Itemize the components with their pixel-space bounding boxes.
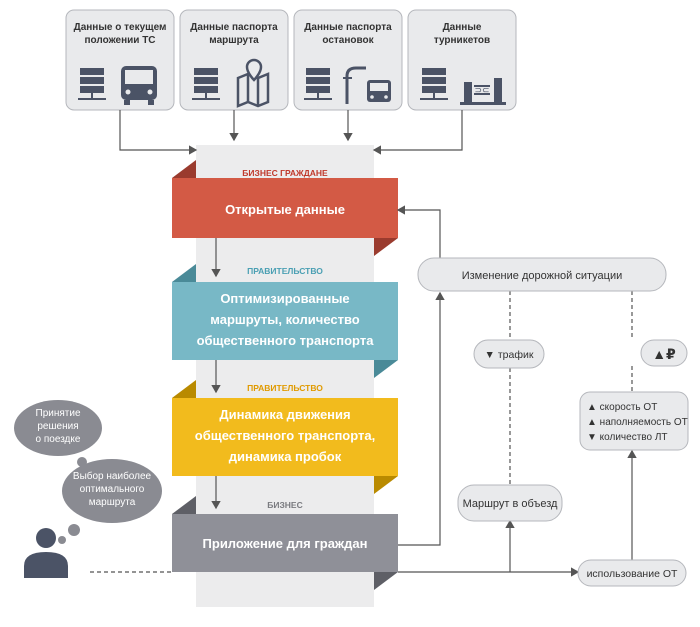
thought-bubble-choice: Выбор наиболее оптимального маршрута — [58, 457, 162, 544]
server-icon — [78, 68, 106, 100]
layer-tag: ПРАВИТЕЛЬСТВО — [247, 266, 323, 276]
layer-title-line: общественного транспорта — [197, 333, 375, 348]
server-icon — [420, 68, 448, 100]
source-label-line1: Данные о текущем — [74, 22, 167, 33]
layer-title-line: общественного транспорта, — [195, 428, 375, 443]
detour-label: Маршрут в объезд — [463, 498, 558, 510]
road-situation-label: Изменение дорожной ситуации — [462, 270, 623, 282]
traffic-label: ▼ трафик — [485, 349, 534, 361]
map-icon — [236, 58, 270, 108]
metrics-box: ▲ скорость ОТ ▲ наполняемость ОТ ▼ колич… — [579, 391, 689, 451]
source-label-line2: маршрута — [209, 35, 259, 46]
thought-line: решения — [37, 421, 78, 432]
layer-tag: БИЗНЕС — [267, 500, 303, 510]
layer-title-line: маршруты, количество — [210, 312, 360, 327]
source-label-line2: турникетов — [434, 35, 490, 46]
dashed-connectors — [90, 291, 633, 573]
feedback-connectors — [396, 205, 637, 577]
source-box-route-passport: Данные паспорта маршрута — [179, 9, 289, 111]
detour-box: Маршрут в объезд — [457, 484, 563, 522]
fare-pill: ▲₽ — [640, 339, 688, 367]
source-label-line1: Данные паспорта — [304, 22, 392, 33]
source-label-line2: положении ТС — [84, 35, 155, 46]
layer-title: Приложение для граждан — [203, 536, 368, 551]
metric-item: ▼ количество ЛТ — [587, 432, 668, 443]
source-box-stops-passport: Данные паспорта остановок — [293, 9, 403, 111]
layer-tag: ПРАВИТЕЛЬСТВО — [247, 383, 323, 393]
usage-label: использование ОТ — [587, 568, 678, 580]
fare-label: ▲₽ — [652, 346, 676, 362]
layer-title: Открытые данные — [225, 202, 345, 217]
layer-title-line: Оптимизированные — [220, 291, 349, 306]
layer-tag: БИЗНЕС ГРАЖДАНЕ — [242, 168, 328, 178]
layer-transport-dynamics: ПРАВИТЕЛЬСТВО Динамика движения обществе… — [172, 380, 398, 494]
road-situation-box: Изменение дорожной ситуации — [417, 257, 667, 292]
bus-stop-icon — [343, 66, 391, 104]
server-icon — [304, 68, 332, 100]
thought-line: оптимального — [80, 484, 145, 495]
metric-item: ▲ скорость ОТ — [587, 402, 657, 413]
layer-open-data: БИЗНЕС ГРАЖДАНЕ Открытые данные — [172, 160, 398, 256]
server-icon — [192, 68, 220, 100]
traffic-pill: ▼ трафик — [473, 339, 545, 369]
thought-line: Выбор наиболее — [73, 470, 152, 482]
bus-icon — [121, 66, 157, 105]
layer-optimized-routes: ПРАВИТЕЛЬСТВО Оптимизированные маршруты,… — [172, 264, 398, 378]
user-icon — [24, 528, 68, 578]
thought-bubble-decision: Принятие решения о поездке — [14, 400, 102, 456]
metric-item: ▲ наполняемость ОТ — [587, 417, 688, 428]
source-label-line1: Данные паспорта — [190, 22, 278, 33]
turnstile-icon: ⊃⊂ — [460, 78, 506, 105]
svg-text:⊃⊂: ⊃⊂ — [474, 85, 489, 95]
thought-line: маршрута — [89, 497, 136, 508]
source-box-vehicle-position: Данные о текущем положении ТС — [65, 9, 175, 111]
layer-title-line: динамика пробок — [229, 449, 342, 464]
source-label-line2: остановок — [322, 35, 374, 46]
source-box-turnstiles: Данные турникетов ⊃⊂ — [407, 9, 517, 111]
thought-line: о поездке — [36, 434, 81, 445]
usage-box: использование ОТ — [577, 559, 687, 587]
thought-line: Принятие — [36, 408, 81, 419]
source-connectors — [119, 110, 463, 155]
source-label-line1: Данные — [443, 22, 482, 33]
layer-title-line: Динамика движения — [219, 407, 350, 422]
layer-citizen-app: БИЗНЕС Приложение для граждан — [172, 496, 398, 590]
